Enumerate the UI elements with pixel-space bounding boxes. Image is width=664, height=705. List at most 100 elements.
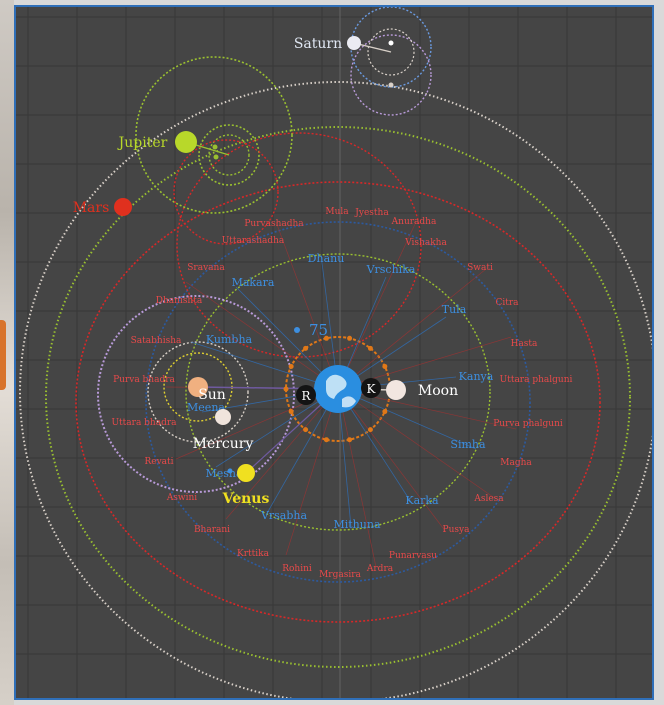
jupiter-deferent-dot (213, 154, 219, 160)
zodiac-label: Mesha (205, 467, 243, 480)
nakshatra-label: Dhanishta (156, 296, 203, 306)
venus-epicycle (97, 295, 295, 493)
rahu-marker (296, 385, 316, 405)
moon-orbit-dot (303, 345, 309, 351)
nakshatra-labels: Purvashadha Mula Jyestha Anuradha Uttara… (111, 207, 572, 580)
zodiac-label: Vrschika (366, 263, 416, 276)
nakshatra-label: Hasta (511, 339, 538, 349)
mercury-epicycle (147, 341, 249, 443)
jupiter-epicycle-inner (198, 124, 260, 186)
background-window-edge (0, 0, 14, 705)
nakshatra-label: Sravana (187, 263, 225, 273)
nakshatra-label: Vishakha (404, 238, 447, 248)
nakshatra-label: Krttika (237, 549, 270, 559)
nakshatra-label: Purva phalguni (493, 419, 563, 429)
nakshatra-label: Bharani (194, 525, 230, 535)
zodiac-label: Mithuna (333, 518, 380, 531)
nakshatra-label: Uttara bhadra (111, 418, 177, 428)
zodiac-label: Makara (232, 276, 275, 289)
sky-viewport[interactable]: R K 75 Dhanu Vrschika Tula Makara Kumbha… (14, 5, 654, 700)
nakshatra-label: Swati (467, 263, 493, 273)
moon-orbit-dot (367, 345, 373, 351)
sun-orbit (185, 253, 491, 531)
moon-label: Moon (418, 383, 458, 399)
mars-label: Mars (73, 200, 110, 216)
nakshatra-label: Mrgasira (319, 570, 361, 580)
zodiac-label: Kumbha (206, 333, 253, 346)
mercury-planet[interactable] (215, 409, 231, 425)
nakshatra-label: Rohini (282, 564, 312, 574)
zodiac-label: Vrsabha (260, 509, 308, 522)
moon-orbit-dot (288, 409, 294, 415)
nakshatra-label: Aslesa (473, 494, 504, 504)
grid-lines (16, 7, 652, 698)
nakshatra-label: Satabhisha (131, 336, 182, 346)
jupiter-epicycle-outer (135, 56, 293, 214)
nakshatra-label: Pusya (443, 525, 471, 535)
nakshatra-label: Ardra (366, 564, 394, 574)
mars-epicycle (176, 132, 422, 358)
saturn-epicycle-white (367, 28, 415, 76)
zodiac-spokes (190, 254, 477, 528)
moon-orbit-dot (323, 437, 329, 443)
saturn-label: Saturn (294, 36, 342, 52)
zodiac-label: Kanya (459, 370, 494, 383)
nakshatra-label: Purvashadha (244, 219, 304, 229)
moon-orbit-dot (283, 386, 289, 392)
saturn-epicycle-dot (388, 40, 394, 46)
ketu-label: K (367, 382, 377, 396)
mercury-label: Mercury (193, 436, 254, 452)
jupiter-epicycle-small (208, 134, 250, 176)
jupiter-epicycle-dot (212, 144, 218, 150)
jupiter-orbit (45, 126, 631, 668)
nakshatra-label: Mula (325, 207, 349, 217)
nakshatra-ring (145, 221, 531, 583)
mars-orbit (75, 181, 601, 623)
venus-label: Venus (222, 491, 270, 507)
sun-planet[interactable] (188, 377, 208, 397)
moon-planet[interactable] (386, 380, 406, 400)
nakshatra-label: Magha (500, 458, 532, 468)
ketu-marker (361, 378, 381, 398)
nakshatra-label: Uttarashadha (222, 236, 285, 246)
jupiter-planet[interactable] (175, 131, 197, 153)
earth[interactable] (314, 365, 362, 413)
zodiac-label: Tula (442, 303, 467, 316)
nakshatra-label: Revati (144, 457, 173, 467)
nakshatra-label: Purva bhadra (113, 375, 175, 385)
degree-marker-dot (294, 327, 300, 333)
mars-epicycle-small (173, 139, 279, 245)
zodiac-labels: Dhanu Vrschika Tula Makara Kumbha Meena … (187, 252, 494, 531)
nakshatra-label: Citra (495, 298, 519, 308)
zodiac-label: Meena (187, 401, 225, 414)
moon-orbit-dot (382, 363, 388, 369)
mars-planet[interactable] (114, 198, 132, 216)
moon-orbit-dot (367, 427, 373, 433)
nakshatra-label: Anuradha (391, 217, 437, 227)
jupiter-label: Jupiter (117, 135, 168, 151)
geocentric-orbit-diagram: R K 75 Dhanu Vrschika Tula Makara Kumbha… (16, 7, 652, 698)
zodiac-label: Dhanu (308, 252, 345, 265)
moon-orbit-dot (288, 363, 294, 369)
saturn-epicycle-purple (350, 34, 432, 116)
background-window-accent (0, 320, 6, 390)
zodiac-label: Karka (405, 494, 439, 507)
venus-epicycle-dot (227, 468, 233, 474)
sun-label: Sun (198, 387, 226, 403)
moon-orbit-dot (323, 335, 329, 341)
venus-planet[interactable] (237, 464, 255, 482)
saturn-deferent-dot (388, 82, 394, 88)
saturn-planet[interactable] (347, 36, 361, 50)
moon-orbit-dot (382, 409, 388, 415)
nakshatra-label: Aswini (166, 493, 197, 503)
nakshatra-label: Punarvasu (389, 551, 437, 561)
degree-marker-label: 75 (309, 321, 328, 339)
moon-orbit-dot (347, 335, 353, 341)
moon-orbit-dot (303, 427, 309, 433)
earth-cloud-shape-2 (342, 396, 356, 408)
rahu-label: R (301, 389, 311, 403)
moon-orbit-dot (347, 437, 353, 443)
earth-cloud-shape (326, 374, 347, 399)
zodiac-label: Simha (450, 438, 486, 451)
